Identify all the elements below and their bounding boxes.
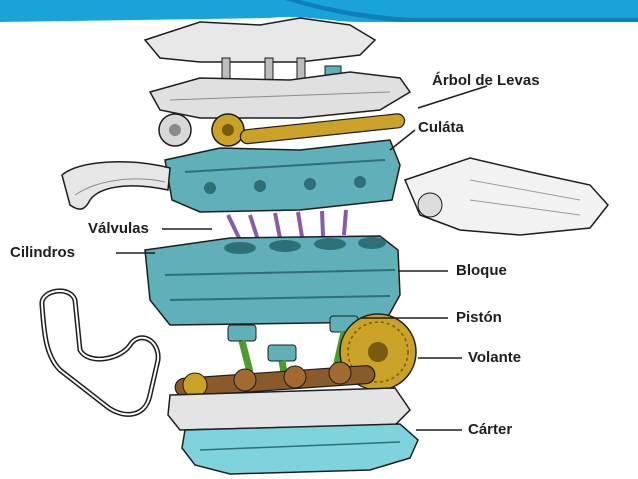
leader-arbol-de-levas: [417, 85, 488, 109]
label-volante: Volante: [468, 349, 522, 366]
label-carter: Cárter: [468, 421, 513, 438]
cylinder-head-part: [164, 139, 401, 213]
label-bloque: Bloque: [456, 262, 507, 279]
intake-manifold-part: [403, 157, 609, 236]
leader-lines: [116, 85, 488, 431]
engine-block-part: [144, 235, 401, 326]
timing-belt-part: [39, 288, 161, 417]
label-valvulas: Válvulas: [88, 220, 149, 237]
top-cover-part: [143, 17, 377, 83]
camshaft-part: [158, 113, 406, 147]
header-band: [0, 0, 638, 22]
oil-pan-part: [181, 423, 419, 475]
label-cilindros: Cilindros: [10, 244, 76, 261]
valve-cover-part: [148, 71, 412, 119]
label-culata: Culáta: [418, 119, 464, 136]
exhaust-manifold-part: [61, 161, 171, 210]
valves-part: [226, 209, 348, 241]
lower-block-part: [167, 387, 411, 431]
label-piston: Pistón: [456, 309, 502, 326]
leader-culata: [389, 129, 416, 151]
label-arbol-de-levas: Árbol de Levas: [432, 72, 540, 89]
crankshaft-part: [174, 361, 376, 398]
